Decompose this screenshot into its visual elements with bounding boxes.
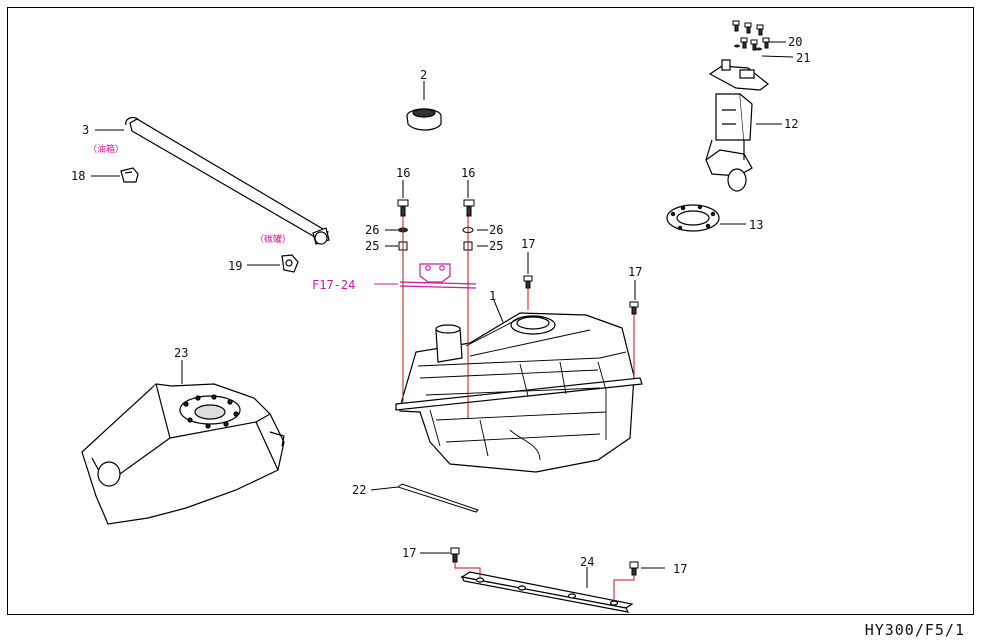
part-19-clamp: [281, 254, 299, 273]
label-part-18: 18: [71, 169, 85, 183]
part-1-fuel-tank: [395, 312, 643, 473]
part-21-washers: [734, 44, 762, 51]
bolt-17-tank-mid: [523, 275, 533, 289]
bolt-17-bracket-right: [629, 561, 639, 576]
label-part-26-right: 26: [489, 223, 503, 237]
part-2-fuel-cap: [406, 108, 442, 131]
label-part-17-tank-right: 17: [628, 265, 642, 279]
bolt-17-bracket-left: [450, 547, 460, 563]
label-part-24: 24: [580, 555, 594, 569]
label-part-2: 2: [420, 68, 427, 82]
label-cn-canister: （碳罐）: [255, 233, 291, 245]
label-part-26-left: 26: [365, 223, 379, 237]
label-part-25-right: 25: [489, 239, 503, 253]
label-part-3: 3: [82, 123, 89, 137]
label-part-23: 23: [174, 346, 188, 360]
label-part-17-bracket-right: 17: [673, 562, 687, 576]
part-12-fuel-pump: [705, 59, 769, 192]
bracket-f17-24: [399, 263, 477, 289]
part-20-screws: [732, 20, 770, 51]
bolt-16-left: [397, 199, 409, 217]
label-part-17-tank-mid: 17: [521, 237, 535, 251]
label-part-22: 22: [352, 483, 366, 497]
label-part-13: 13: [749, 218, 763, 232]
label-f17-24: F17-24: [312, 278, 355, 292]
label-part-20: 20: [788, 35, 802, 49]
red-alignment-lines: [402, 216, 635, 600]
label-part-12: 12: [784, 117, 798, 131]
part-22-strip: [396, 483, 479, 513]
bolt-17-tank-right: [629, 301, 639, 315]
label-part-17-bracket-left: 17: [402, 546, 416, 560]
label-part-19: 19: [228, 259, 242, 273]
label-cn-tank: （油箱）: [88, 143, 124, 155]
label-part-25-left: 25: [365, 239, 379, 253]
part-3-fuel-hose: [125, 116, 330, 245]
label-part-16-left: 16: [396, 166, 410, 180]
label-part-21: 21: [796, 51, 810, 65]
part-24-bracket-plate: [460, 571, 634, 613]
leader-lines: [91, 41, 794, 588]
part-18-clip: [120, 167, 139, 183]
drawing-frame: [7, 7, 974, 615]
part-13-gasket: [666, 204, 720, 232]
label-part-1: 1: [489, 289, 496, 303]
drawing-code: HY300/F5/1: [864, 621, 965, 639]
part-labels: 3 （油箱） 18 （碳罐） 19 2 16 16 26 26 25 25 17…: [71, 35, 810, 576]
label-part-16-right: 16: [461, 166, 475, 180]
part-23-tank-cover: [81, 383, 285, 525]
bolt-16-right: [463, 199, 475, 217]
